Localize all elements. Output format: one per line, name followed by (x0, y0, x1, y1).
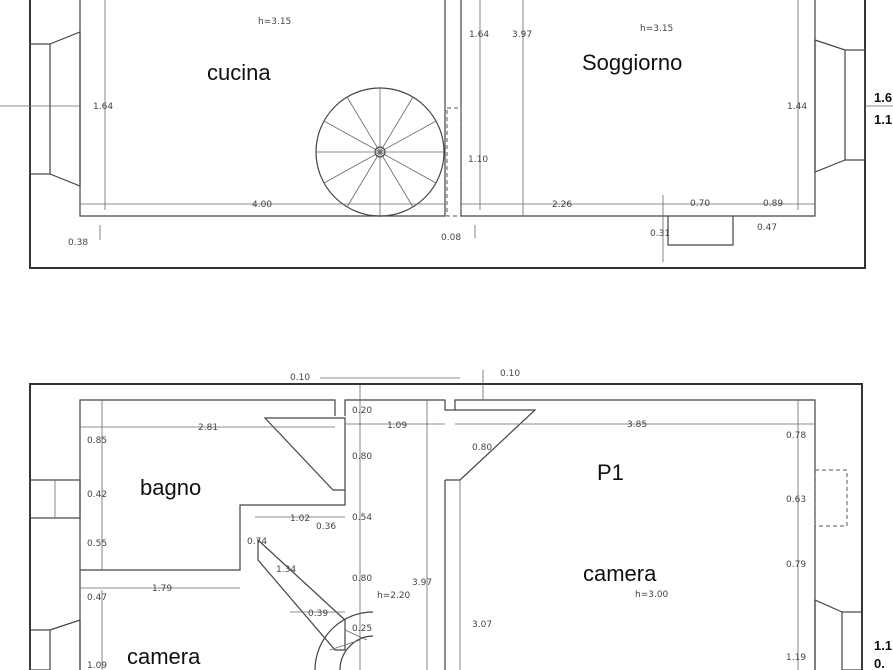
dimension-label: 0.85 (87, 436, 107, 446)
window-left-lower-camera (29, 619, 81, 670)
dimension-label: 0.47 (87, 593, 107, 603)
dimension-label: 0.31 (650, 229, 670, 239)
height-label: h=3.15 (640, 24, 673, 34)
dimension-label: 0.47 (757, 223, 777, 233)
upper-inner-wall (79, 0, 446, 217)
dimension-label: 3.97 (512, 30, 532, 40)
window-left-lower-bagno (29, 479, 81, 519)
edge-label: 1.6 (874, 90, 892, 105)
window-left-upper (0, 31, 81, 187)
lower-spiral-staircase (314, 611, 374, 670)
room-label-camera-left: camera (127, 644, 201, 669)
dimension-label: 0.80 (472, 443, 492, 453)
edge-label: 0. (874, 656, 885, 670)
dimension-label: 0.78 (786, 431, 806, 441)
stair-wedge-right (445, 409, 537, 481)
dimension-label: 0.74 (247, 537, 267, 547)
dimension-label: 0.38 (68, 238, 88, 248)
dimension-label: 1.64 (469, 30, 489, 40)
upper-dimension-lines (80, 0, 815, 262)
dimension-label: 1.79 (152, 584, 172, 594)
lower-mid-wall (344, 399, 816, 670)
partition-door (446, 107, 462, 217)
dimension-label: 3.97 (412, 578, 432, 588)
dimension-label: 0.55 (87, 539, 107, 549)
lower-dimension-lines (80, 370, 815, 670)
dimension-label: 0.63 (786, 495, 806, 505)
lower-floor-plan: bagno P1 camera camera h=2.20 h=3.00 0.1… (29, 369, 892, 670)
dimension-label: 0.10 (290, 373, 310, 383)
dimension-label: 4.00 (252, 200, 272, 210)
room-label-p1: P1 (597, 460, 624, 485)
dimension-label: 1.34 (276, 565, 296, 575)
wardrobe-outline (814, 469, 848, 527)
window-right-lower (814, 599, 863, 670)
dimension-label: 1.10 (468, 155, 488, 165)
dimension-label: 0.79 (786, 560, 806, 570)
upper-floor-plan: cucina Soggiorno h=3.15 h=3.15 1.64 4.00… (0, 0, 893, 269)
dimension-label: 2.81 (198, 423, 218, 433)
height-label: h=3.15 (258, 17, 291, 27)
dimension-label: 0.08 (441, 233, 461, 243)
dimension-label: 1.64 (93, 102, 113, 112)
room-label-bagno: bagno (140, 475, 201, 500)
room-label-soggiorno: Soggiorno (582, 50, 682, 75)
dimension-label: 0.70 (690, 199, 710, 209)
lower-left-room-wall (79, 399, 336, 670)
stair-wedge-lower (257, 538, 346, 651)
edge-label: 1.1 (874, 638, 892, 653)
bagno-wall (80, 490, 346, 571)
height-label: h=2.20 (377, 591, 411, 601)
dimension-label: 0.25 (352, 624, 372, 634)
height-label: h=3.00 (635, 590, 669, 600)
dimension-label: 2.26 (552, 200, 572, 210)
dimension-label: 0.20 (352, 406, 372, 416)
window-right-upper (814, 39, 893, 173)
edge-label: 1.1 (874, 112, 892, 127)
dimension-label: 0.39 (308, 609, 328, 619)
stair-wedge-upper (263, 417, 346, 491)
dimension-label: 1.19 (786, 653, 806, 663)
spiral-staircase (315, 87, 445, 217)
dimension-label: 3.07 (472, 620, 492, 630)
dimension-label: 1.02 (290, 514, 310, 524)
dimension-label: 0.54 (352, 513, 372, 523)
dimension-label: 1.09 (387, 421, 407, 431)
dimension-label: 0.80 (352, 574, 372, 584)
dimension-label: 0.89 (763, 199, 783, 209)
dimension-label: 3.85 (627, 420, 647, 430)
balcony-step (667, 216, 734, 246)
dimension-label: 1.09 (87, 661, 107, 670)
dimension-label: 0.80 (352, 452, 372, 462)
room-label-cucina: cucina (207, 60, 271, 85)
dimension-label: 1.44 (787, 102, 807, 112)
lower-outer-wall (29, 383, 863, 670)
dimension-label: 0.42 (87, 490, 107, 500)
dimension-label: 0.36 (316, 522, 336, 532)
dimension-label: 0.10 (500, 369, 520, 379)
room-label-camera-right: camera (583, 561, 657, 586)
